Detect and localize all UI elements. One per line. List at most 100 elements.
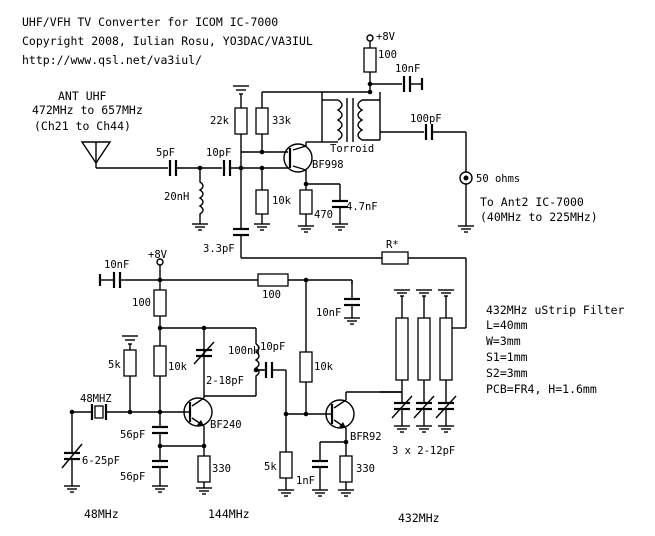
r100-top-label: 100 xyxy=(378,49,397,61)
resistor-330-a xyxy=(197,455,211,483)
c56pf-b-label: 56pF xyxy=(120,471,145,483)
resistor-22k xyxy=(234,107,248,135)
footer-144mhz: 144MHz xyxy=(208,507,250,521)
capacitor-10nf-left xyxy=(98,272,126,288)
resistor-33k xyxy=(255,107,269,135)
c4n7-label: 4.7nF xyxy=(346,201,378,213)
capacitor-100pf-out xyxy=(424,124,434,140)
inductor-20nh xyxy=(198,168,204,224)
filter-param-S2: S2=3mm xyxy=(486,366,528,380)
ground-56pf xyxy=(152,485,168,493)
c56pf-a-label: 56pF xyxy=(120,429,145,441)
antenna-symbol xyxy=(80,141,112,168)
ground-5k-b xyxy=(278,489,294,497)
strip-ground-2 xyxy=(416,289,432,318)
c10nf-left-label: 10nF xyxy=(104,259,129,271)
capacitor-3p3 xyxy=(233,227,249,237)
r470-label: 470 xyxy=(314,209,333,221)
strip-ground-1 xyxy=(394,289,410,318)
resistor-5k xyxy=(123,349,137,377)
copyright-line: Copyright 2008, Iulian Rosu, YO3DAC/VA3I… xyxy=(22,34,313,48)
resistor-5k-b xyxy=(279,451,293,479)
r100-hz-label: 100 xyxy=(262,289,281,301)
capacitor-10pf-gate xyxy=(222,160,232,176)
output-connector xyxy=(459,171,473,185)
filter-param-L: L=40mm xyxy=(486,318,528,332)
resistor-100-vt xyxy=(153,289,167,317)
ground-470 xyxy=(298,225,314,233)
capacitor-1nf xyxy=(312,459,328,469)
ground-10k-src xyxy=(254,223,270,231)
ground-1nf xyxy=(312,489,328,497)
c2-18pf-label: 2-18pF xyxy=(206,375,244,387)
ground-c10nf-mid xyxy=(344,317,360,325)
strip-ground-3 xyxy=(438,289,454,318)
svg-text:+8V: +8V xyxy=(376,31,396,43)
c3p3-label: 3.3pF xyxy=(203,243,235,255)
ground-20nh xyxy=(192,223,208,231)
output-range: (40MHz to 225MHz) xyxy=(480,210,598,224)
supply-bottom: +8V xyxy=(148,249,168,280)
ant-range: 472MHz to 657MHz xyxy=(32,103,143,117)
c6-25pf-label: 6-25pF xyxy=(82,455,120,467)
capacitor-10pf-mid xyxy=(264,362,274,378)
ground-330-b xyxy=(338,489,354,497)
output-target: To Ant2 IC-7000 xyxy=(480,195,584,209)
capacitor-56pf-a xyxy=(152,425,168,435)
bf998-label: BF998 xyxy=(312,159,344,171)
footer-432mhz: 432MHz xyxy=(398,511,440,525)
transistor-bfr92 xyxy=(325,399,355,429)
r5k-b-label: 5k xyxy=(264,461,277,473)
filter-title: 432MHz uStrip Filter xyxy=(486,303,625,317)
resistor-10k-b2 xyxy=(299,351,313,383)
filter-param-S1: S1=1mm xyxy=(486,350,528,364)
r10k-base-label: 10k xyxy=(168,361,188,373)
capacitor-56pf-b xyxy=(152,459,168,469)
r5k-label: 5k xyxy=(108,359,121,371)
ground-22k xyxy=(233,85,249,108)
bf240-label: BF240 xyxy=(210,419,242,431)
r10k-b2-label: 10k xyxy=(314,361,334,373)
l100nh-label: 100nH xyxy=(228,345,260,357)
ground-4n7 xyxy=(332,223,348,231)
trimmers-label: 3 x 2-12pF xyxy=(392,445,455,457)
r-star-label: R* xyxy=(386,239,399,251)
r33k-label: 33k xyxy=(272,115,292,127)
filter-param-W: W=3mm xyxy=(486,334,521,348)
supply-top: +8V xyxy=(366,31,396,48)
c10nf-mid-label: 10nF xyxy=(316,307,341,319)
resistor-10k-src xyxy=(255,189,269,215)
ustrip-filter xyxy=(380,289,458,402)
r100-vt-label: 100 xyxy=(132,297,151,309)
r330-a-label: 330 xyxy=(212,463,231,475)
resistor-r-star xyxy=(381,251,409,265)
c10nf-top-label: 10nF xyxy=(395,63,420,75)
trimmers-3x xyxy=(391,395,457,433)
trimmer-2-18pf xyxy=(193,341,215,365)
inductor-100nh xyxy=(254,343,260,396)
resistor-470 xyxy=(299,189,313,215)
resistor-r100-top xyxy=(363,47,377,73)
c10pf-gate-label: 10pF xyxy=(206,147,231,159)
r10k-src-label: 10k xyxy=(272,195,292,207)
capacitor-10nf-mid xyxy=(344,297,360,307)
filter-param-pcb: PCB=FR4, H=1.6mm xyxy=(486,382,597,396)
torroid-transformer xyxy=(321,92,381,143)
xtal-label: 48MHZ xyxy=(80,393,112,405)
svg-text:+8V: +8V xyxy=(148,249,168,261)
bfr92-label: BFR92 xyxy=(350,431,382,443)
capacitor-5pf xyxy=(168,160,178,176)
torroid-label: Torroid xyxy=(330,143,374,155)
ground-330-a xyxy=(196,487,212,495)
output-impedance: 50 ohms xyxy=(476,173,520,185)
c5pf-label: 5pF xyxy=(156,147,175,159)
l20nh-label: 20nH xyxy=(164,191,189,203)
ground-5k xyxy=(122,335,138,350)
resistor-330-b xyxy=(339,455,353,483)
resistor-100-hz xyxy=(257,273,289,287)
ground-6-25pf xyxy=(64,485,80,493)
ground-out xyxy=(458,225,474,233)
c100pf-label: 100pF xyxy=(410,113,442,125)
